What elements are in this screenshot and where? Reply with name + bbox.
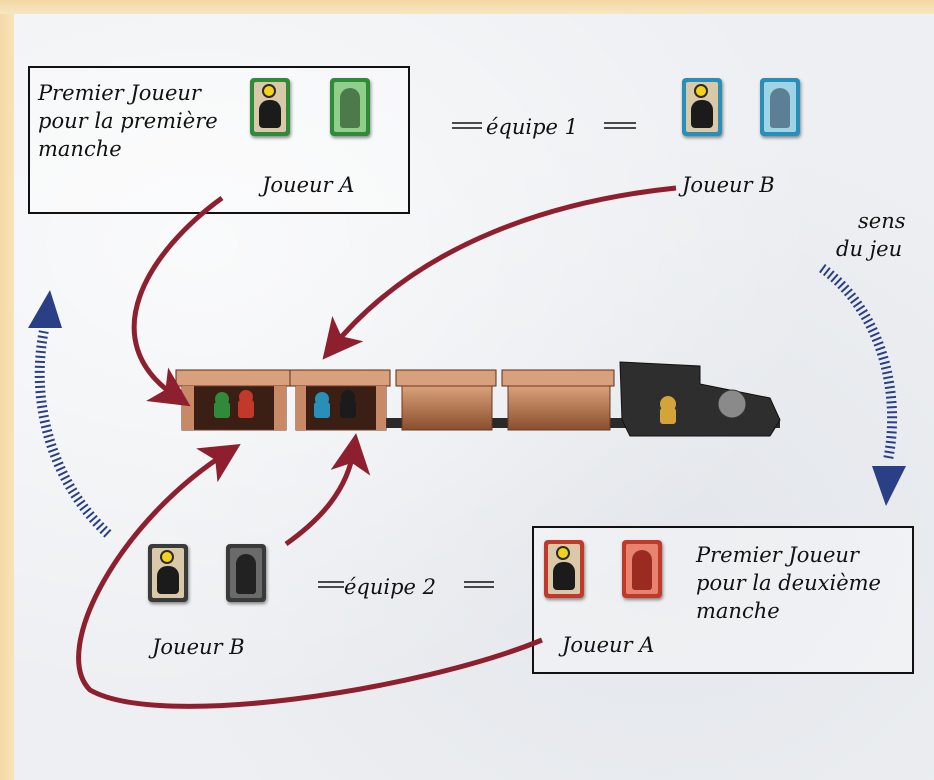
team2-equals-right (464, 581, 494, 588)
team2-label: équipe 2 (344, 575, 437, 599)
first-player-round1-line2: pour la première (38, 109, 218, 133)
character-card-icon (760, 78, 800, 136)
first-player-round1-line1: Premier Joueur (38, 81, 201, 105)
team2-player-a-label: Joueur A (562, 633, 655, 657)
team1-label: équipe 1 (486, 115, 579, 139)
arrow-top-right-to-wagon2 (322, 185, 677, 360)
team2-player-b-label: Joueur B (152, 635, 245, 659)
first-player-round2-line1: Premier Joueur (696, 543, 859, 567)
first-player-star-icon (556, 546, 570, 560)
arrow-bottom-right-to-wagon1 (76, 444, 543, 709)
first-player-round1-line3: manche (38, 137, 122, 161)
direction-line2: du jeu (836, 237, 903, 261)
team1-equals-left (452, 122, 482, 129)
bandit-card-icon (148, 544, 188, 602)
team2-equals-left (318, 581, 344, 588)
team1-equals-right (604, 122, 636, 129)
train-icon (175, 361, 781, 437)
arrow-top-left-to-wagon1 (131, 195, 224, 407)
arrow-bottom-left-to-wagon2 (284, 433, 371, 547)
wagon-3 (395, 369, 497, 387)
first-player-star-icon (262, 84, 276, 98)
first-player-star-icon (694, 84, 708, 98)
wagon-2 (289, 369, 391, 387)
wagon-4 (501, 369, 615, 387)
play-direction-right-arrow-icon (819, 263, 906, 506)
bandit-card-icon (682, 78, 722, 136)
character-card-icon (622, 540, 662, 598)
first-player-round2-box (532, 526, 914, 674)
play-direction-left-arrow-icon (28, 290, 112, 538)
first-player-round2-line2: pour la deuxième (696, 571, 881, 595)
team1-player-b-label: Joueur B (682, 173, 775, 197)
character-card-icon (330, 78, 370, 136)
first-player-round2-line3: manche (696, 599, 780, 623)
bandit-card-icon (544, 540, 584, 598)
top-band (0, 0, 934, 14)
character-card-icon (226, 544, 266, 602)
first-player-star-icon (160, 550, 174, 564)
locomotive (619, 361, 781, 437)
team1-player-a-label: Joueur A (262, 173, 355, 197)
direction-line1: sens (858, 209, 906, 233)
wagon-1 (175, 369, 291, 387)
bandit-card-icon (250, 78, 290, 136)
